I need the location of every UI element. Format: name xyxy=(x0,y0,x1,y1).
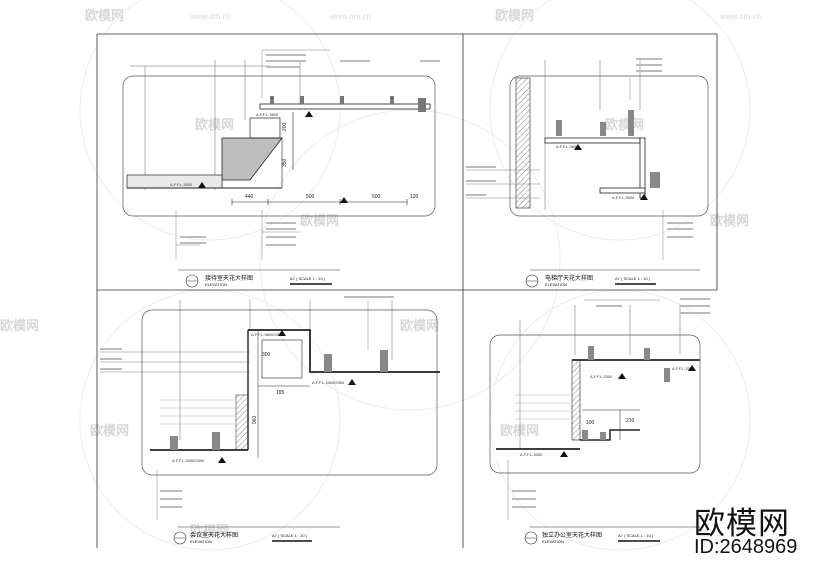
panel-scale: A7 ( SCALE 1 : 10 ) xyxy=(615,276,651,281)
watermark-brand: 欧模网 xyxy=(195,118,235,133)
panel-scale: A7 ( SCALE 1 : 10 ) xyxy=(272,533,308,538)
watermark-brand: 欧模网 xyxy=(605,118,645,133)
level-label: A.F.F.L.3000 xyxy=(520,452,543,457)
level-label: A.F.F.L.3600 xyxy=(612,195,635,200)
dim-label: 500 xyxy=(306,194,315,200)
level-label: A.F.F.L.3600 xyxy=(256,112,279,117)
panel-scale: A7 ( SCALE 1 : 10 ) xyxy=(290,276,326,281)
watermark-brand: 欧模网 xyxy=(85,9,125,24)
panel-subtitle: ELEVATION xyxy=(542,539,564,544)
watermark-brand: 欧模网 xyxy=(400,319,440,334)
level-label: A.F.F.L.3600 xyxy=(556,144,579,149)
panel-office-ceiling: A.F.F.L.3300 A.F.F.L.3320 A.F.F.L.3000 1… xyxy=(489,298,710,545)
watermark-brand: 欧模网 xyxy=(0,319,40,334)
dim-label: 100 xyxy=(586,420,595,426)
watermark-url: www.om.cn xyxy=(190,12,231,21)
level-label: A.F.F.L.3000/2900 xyxy=(172,458,205,463)
panel-subtitle: ELEVATION xyxy=(205,282,227,287)
watermark-brand: 欧模网 xyxy=(500,424,540,439)
panel-title: 接待室天花大样图 xyxy=(205,274,253,282)
watermark-brand: 欧模网 xyxy=(495,9,535,24)
panel-subtitle: ELEVATION xyxy=(190,539,212,544)
panel-title: 会议室天花大样图 xyxy=(190,531,238,539)
panel-title: 独立办公室天花大样图 xyxy=(542,531,602,539)
panel-meeting-room-ceiling: A.F.F.L.3600/3300 A.F.F.L.3300/2900 A.F.… xyxy=(100,296,440,545)
dim-label: 195 xyxy=(276,390,285,396)
level-label: A.F.F.L.3600/3300 xyxy=(251,332,284,337)
panel-title: 电梯厅天花大样图 xyxy=(545,274,593,282)
dim-label: 210 xyxy=(626,418,635,424)
panel-scale: A7 ( SCALE 1 : 10 ) xyxy=(618,533,654,538)
watermark-brand: 欧模网 xyxy=(90,424,130,439)
level-label: A.F.F.L.3000 xyxy=(170,182,193,187)
watermark-id: ID:2648969 xyxy=(694,536,798,558)
dim-label: 120 xyxy=(410,194,419,200)
dim-label: 200 xyxy=(282,122,288,131)
dim-label: 440 xyxy=(245,194,254,200)
watermark-logo: 欧模网 xyxy=(694,506,790,542)
panel-subtitle: ELEVATION xyxy=(545,282,567,287)
level-label: A.F.F.L.3300/2900 xyxy=(312,380,345,385)
watermark-brand: 欧模网 xyxy=(190,524,230,539)
panel-elevator-ceiling: A.F.F.L.3600 A.F.F.L.3600 电梯厅天花大样图 ELEVA… xyxy=(466,58,709,288)
level-label: A.F.F.L.3320 xyxy=(672,366,695,371)
panel-reception-ceiling: 440 500 500 120 200 350 A.F.F.L.3000 A.F… xyxy=(122,49,440,288)
dim-label: 500 xyxy=(372,194,381,200)
watermark-url: www.om.cn xyxy=(330,12,371,21)
dim-label: 300 xyxy=(262,352,271,358)
dim-label: 960 xyxy=(252,415,258,424)
dim-label: 350 xyxy=(282,158,288,167)
watermark-brand: 欧模网 xyxy=(710,214,750,229)
watermark-url: www.om.cn xyxy=(720,12,761,21)
level-label: A.F.F.L.3300 xyxy=(590,374,613,379)
watermark-brand: 欧模网 xyxy=(300,214,340,229)
